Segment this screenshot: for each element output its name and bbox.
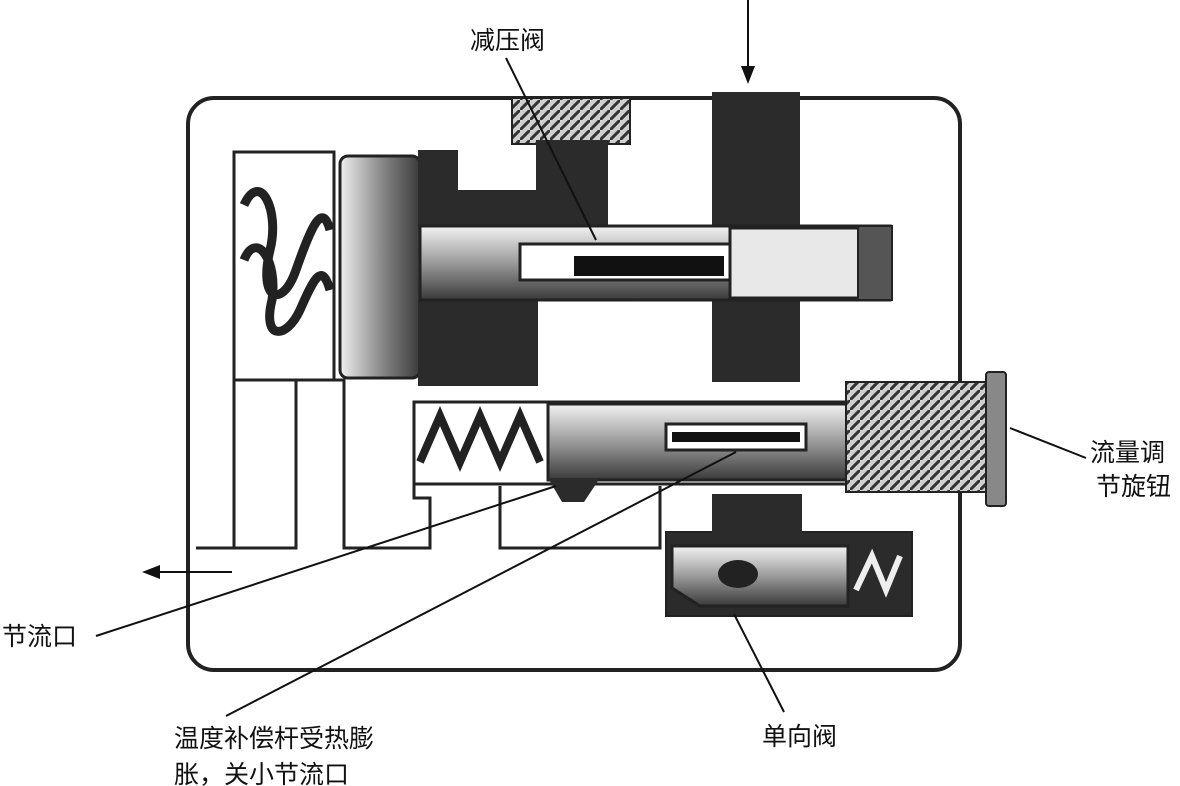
label-temp-comp-line1: 温度补偿杆受热膨 [174,724,375,753]
label-flow-knob-line2: 节旋钮 [1096,472,1172,501]
outlet-arrowhead [142,565,160,579]
label-pressure-reducing-valve: 减压阀 [470,26,546,55]
leader-reducing-valve [505,57,597,241]
lower-channel [498,486,662,550]
knob-thread [845,381,989,493]
inlet-port-lower [712,300,800,382]
label-flow-knob-line1: 流量调 [1090,438,1166,467]
throttle-spring [416,405,544,473]
check-valve-ball [718,560,758,588]
top-plug-stem [536,140,608,226]
label-throttle-port: 节流口 [2,622,78,651]
piston-head [338,154,422,380]
check-valve-spring [853,548,903,598]
leader-throttle-port [95,485,557,637]
main-spring [239,187,335,336]
label-check-valve: 单向阀 [762,722,838,751]
leader-flow-knob [1009,427,1087,459]
spool-end-cap [857,225,893,301]
check-valve-top [712,494,802,538]
check-valve-poppet [670,544,850,608]
throttle-port-notch [548,478,600,502]
label-temp-comp-line2: 胀，关小节流口 [174,760,350,786]
leader-temp-comp [225,451,737,717]
leader-check-valve [733,613,785,713]
reducing-spool-core [574,256,724,276]
inlet-port [712,92,800,232]
temp-comp-rod [672,432,800,442]
spool-right-land [728,226,862,300]
piston-body-lower [418,300,538,386]
left-passage [232,152,432,550]
inlet-arrowhead [741,66,755,84]
spring-chamber [232,150,336,382]
piston-body-upper [418,150,458,230]
knob-cap [985,371,1007,507]
